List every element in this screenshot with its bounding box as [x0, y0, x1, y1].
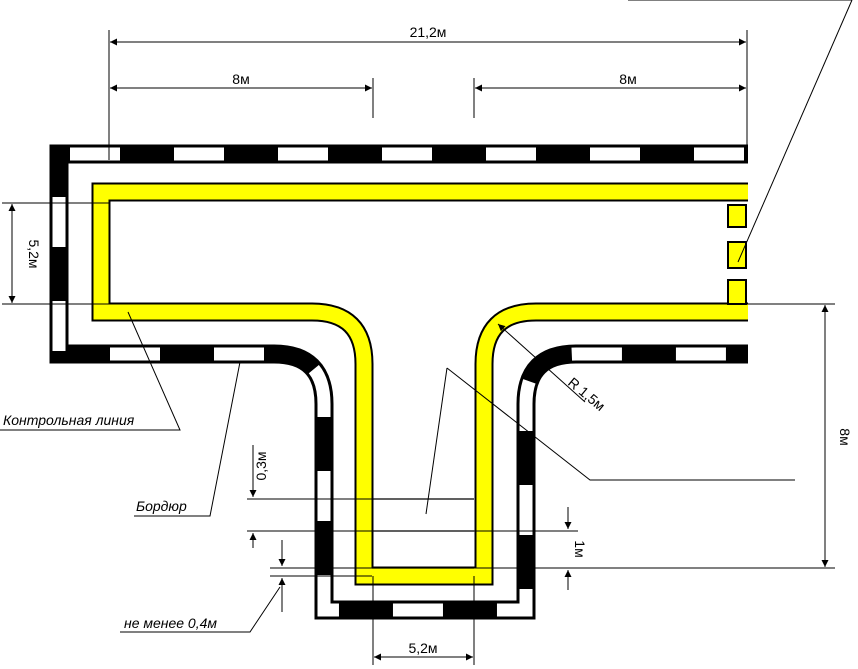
caption-min-distance: не менее 0,4м: [124, 615, 217, 631]
control-segment-top: [727, 204, 747, 228]
control-line-left-fill: [93, 184, 748, 584]
label-stem-width: 5,2м: [408, 640, 437, 656]
control-line-left: [91, 182, 748, 586]
label-left-width: 8м: [232, 71, 249, 87]
label-line-width: 0,3м: [253, 451, 269, 480]
caption-curb: Бордюр: [136, 498, 187, 514]
control-segment-mid: [727, 241, 747, 269]
control-line: [91, 182, 748, 586]
label-road-width-vertical: 5,2м: [26, 239, 42, 268]
dimension-arrows: [8, 38, 829, 661]
label-overall-width: 21,2м: [410, 24, 447, 40]
caption-control-line: Контрольная линия: [3, 412, 135, 428]
extension-lines: [2, 30, 835, 665]
label-gap: 1м: [572, 540, 588, 557]
curb-dashes: [52, 147, 748, 617]
radius-arrow: [497, 323, 586, 403]
curb-border: [49, 144, 748, 620]
label-right-width: 8м: [619, 71, 636, 87]
stem-lines: [372, 498, 474, 569]
label-stem-length: 8м: [837, 428, 853, 445]
control-segment-bottom: [727, 279, 747, 305]
label-radius: R 1,5м: [565, 374, 608, 414]
leader-lines: [0, 0, 853, 633]
curb-outer: [49, 144, 748, 620]
